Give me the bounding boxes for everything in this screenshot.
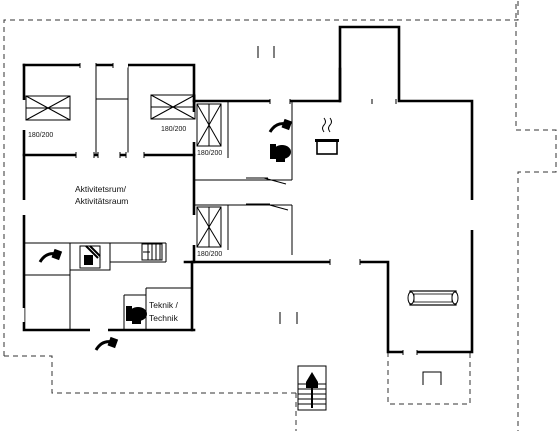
bed-icon <box>196 206 222 248</box>
bed-size-label: 180/200 <box>28 132 53 139</box>
stairs-icon <box>141 243 163 261</box>
terrace-step-icon <box>422 371 442 385</box>
technical-room-label: Technik <box>149 313 179 323</box>
toilet-icon <box>270 144 291 162</box>
bed-size-label: 180/200 <box>197 150 222 157</box>
shower-icon <box>94 336 119 351</box>
bed-icon <box>150 94 196 120</box>
entry-arrow-icon <box>297 365 327 411</box>
activity-room-label: Aktivitätsraum <box>75 196 128 206</box>
technical-room-label: Teknik / <box>149 300 178 310</box>
bed-size-label: 180/200 <box>161 126 186 133</box>
toilet-icon <box>126 306 147 324</box>
stove-icon <box>315 117 339 155</box>
openings <box>19 62 475 355</box>
door-marks <box>75 46 418 355</box>
terrace-boundary <box>3 0 557 431</box>
bed-size-label: 180/200 <box>197 251 222 258</box>
shower-icon <box>38 248 63 263</box>
sofa-icon <box>407 290 459 306</box>
bed-icon <box>196 103 222 147</box>
interior-walls <box>24 65 293 330</box>
bed-icon <box>25 95 71 121</box>
activity-room-label: Aktivitetsrum/ <box>75 184 127 194</box>
shower-icon <box>268 118 293 133</box>
sauna-icon <box>79 245 101 269</box>
